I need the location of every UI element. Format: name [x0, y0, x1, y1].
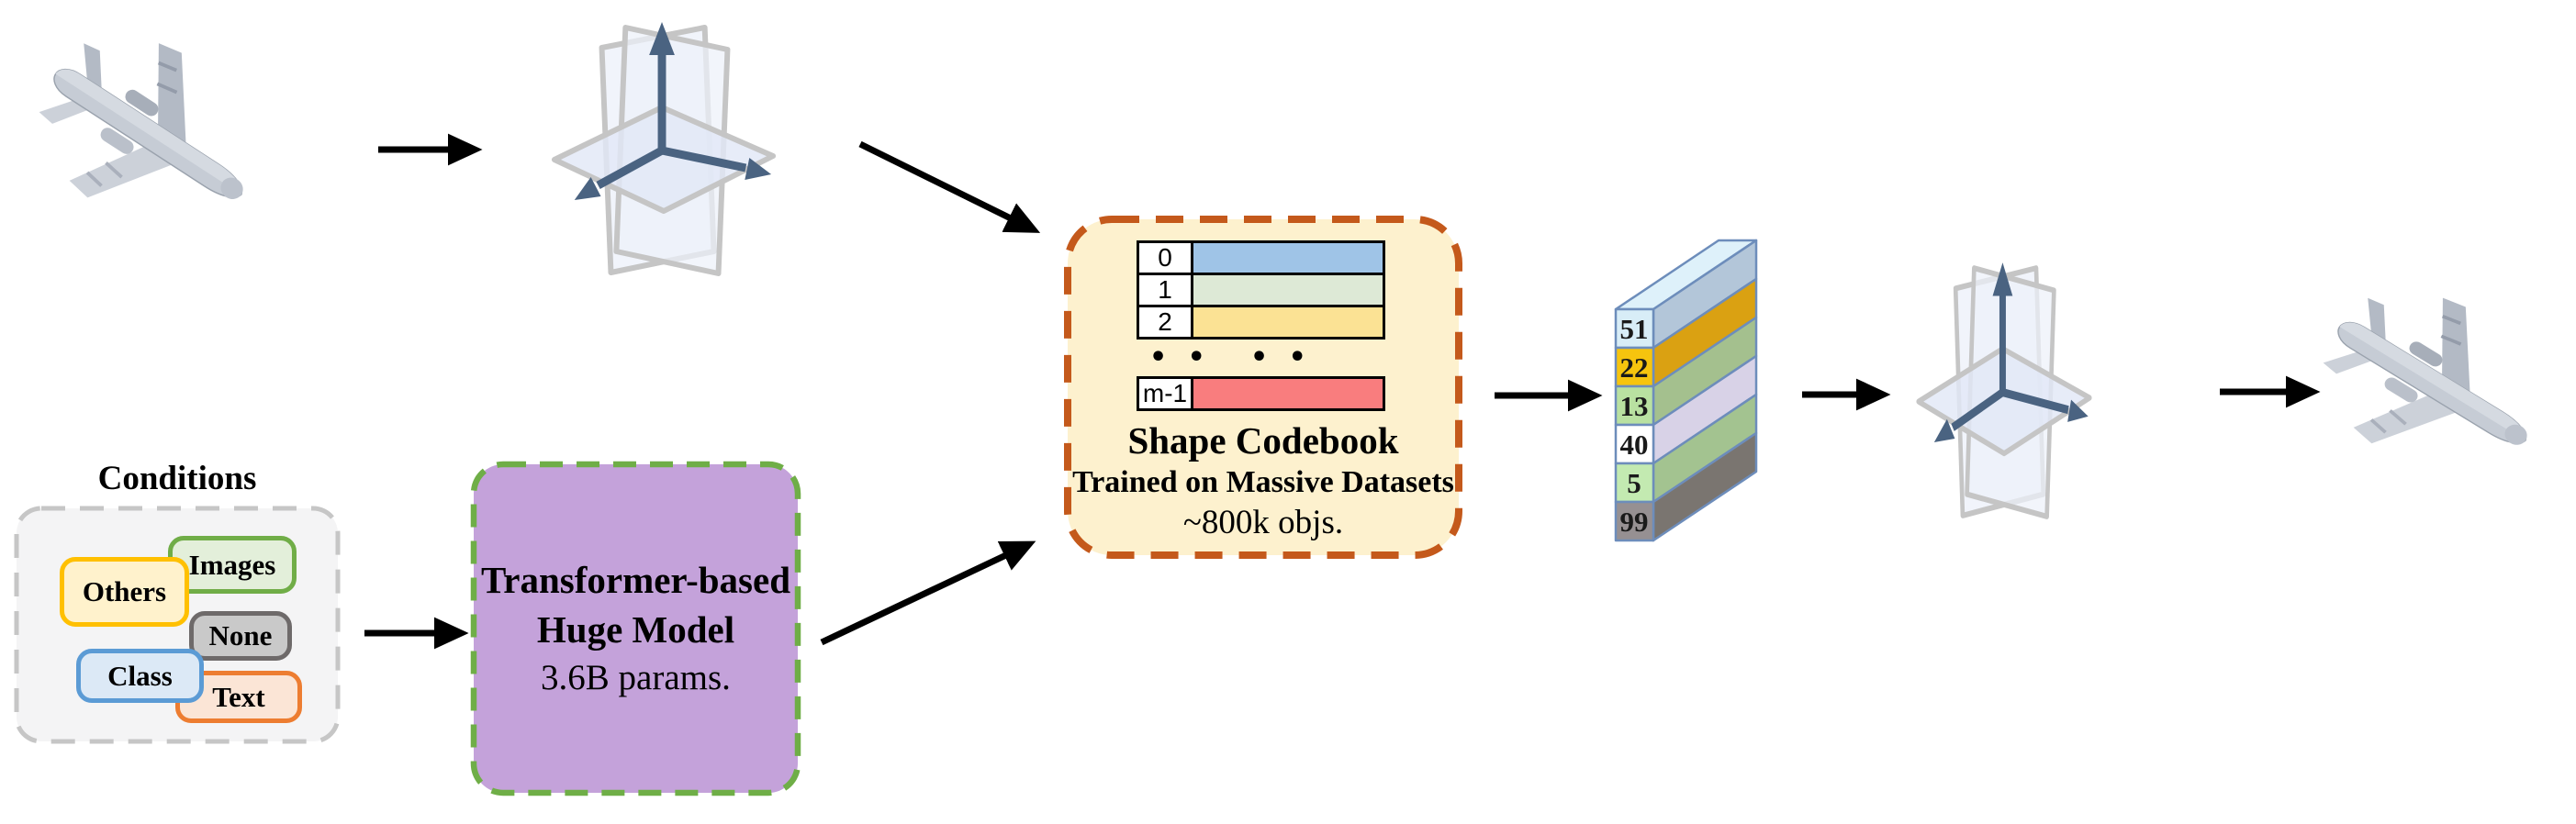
codebook-row-1: 1	[1137, 273, 1385, 307]
codebook-row-2: 2	[1137, 305, 1385, 340]
conditions-title: Conditions	[97, 460, 257, 497]
codebook-title: Shape Codebook	[1127, 419, 1399, 462]
codebook-row-m1: m-1	[1137, 376, 1385, 411]
token-stack: 51 22 13 40 5 99	[1614, 239, 1758, 542]
condition-others: Others	[60, 557, 189, 627]
triplane-axes-icon	[545, 11, 782, 286]
transformer-model-box: Transformer-based Huge Model 3.6B params…	[470, 461, 801, 796]
codebook-index-2: 2	[1137, 305, 1193, 340]
token-value-3: 40	[1620, 429, 1649, 461]
condition-images-label: Images	[188, 548, 276, 581]
condition-class-label: Class	[107, 659, 173, 692]
model-title-line2: Huge Model	[536, 608, 735, 651]
model-title-line1: Transformer-based	[480, 559, 791, 602]
triplane-axes-icon-output	[1911, 251, 2097, 529]
codebook-entry-bar-m1	[1191, 376, 1385, 411]
output-airplane-3d-icon	[2310, 290, 2571, 487]
codebook-entry-bar-2	[1191, 305, 1385, 340]
codebook-index-m1: m-1	[1137, 376, 1193, 411]
token-front-5	[1614, 500, 1655, 542]
token-front-1	[1614, 346, 1655, 388]
codebook-note: ~800k objs.	[1182, 504, 1344, 541]
codebook-row-0: 0	[1137, 240, 1385, 275]
arrow-triplane-to-codebook	[858, 140, 1041, 233]
condition-none-label: None	[208, 619, 273, 651]
condition-text-label: Text	[212, 680, 265, 713]
token-value-2: 13	[1620, 390, 1649, 422]
codebook-ellipsis-left: • •	[1149, 341, 1211, 373]
input-airplane-3d-icon	[26, 35, 287, 244]
condition-others-label: Others	[82, 575, 167, 607]
token-front-2	[1614, 384, 1655, 427]
codebook-ellipsis-right: • •	[1250, 341, 1312, 373]
token-value-1: 22	[1620, 351, 1649, 384]
codebook-entry-bar-1	[1191, 273, 1385, 307]
arrow-model-to-codebook	[820, 540, 1036, 646]
condition-none: None	[189, 611, 292, 661]
codebook-subtitle: Trained on Massive Datasets	[1072, 465, 1454, 499]
codebook-entry-bar-0	[1191, 240, 1385, 275]
condition-images: Images	[168, 536, 297, 594]
token-value-0: 51	[1620, 313, 1649, 345]
token-front-0	[1614, 307, 1655, 350]
transformer-model-border	[470, 461, 801, 796]
token-value-5: 99	[1620, 506, 1649, 538]
codebook-index-0: 0	[1137, 240, 1193, 275]
model-params: 3.6B params.	[541, 658, 731, 698]
condition-class: Class	[76, 649, 204, 703]
token-value-4: 5	[1627, 467, 1641, 499]
codebook-index-1: 1	[1137, 273, 1193, 307]
transformer-model-text: Transformer-based Huge Model 3.6B params…	[470, 461, 801, 796]
